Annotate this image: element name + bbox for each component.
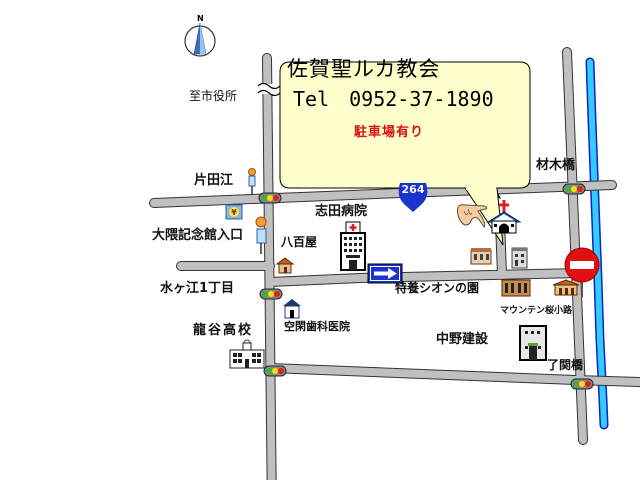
hospital-icon <box>340 221 366 271</box>
label-mountain-lane: マウンテン桜小路 <box>500 306 573 316</box>
bus-stop-icon <box>248 168 256 194</box>
clinic-icon <box>283 299 301 319</box>
phone-label: Tel <box>293 87 330 111</box>
church-name: 佐賀聖ルカ教会 <box>287 57 441 81</box>
school-icon <box>229 339 265 369</box>
apartment-icon <box>470 248 492 265</box>
pointing-hand-icon <box>457 204 488 228</box>
route-shield-icon <box>398 183 428 212</box>
label-shida-hospital: 志田病院 <box>315 204 368 219</box>
house-icon <box>275 257 295 274</box>
label-katadae: 片田江 <box>194 173 234 188</box>
route-number: 264 <box>401 183 425 196</box>
label-sorazono-dental: 空閑歯科医院 <box>284 320 350 333</box>
compass-north-label: N <box>197 14 204 23</box>
label-okuma-entrance: 大隈記念館入口 <box>152 228 244 243</box>
apartment-icon <box>501 279 531 297</box>
office-building-icon <box>519 325 547 361</box>
phone: Tel 0952-37-1890 <box>293 87 494 111</box>
bank-icon: ¥ <box>225 204 243 220</box>
no-entry-icon <box>564 247 600 297</box>
road-break-icon <box>257 82 281 97</box>
office-building-icon <box>511 247 528 269</box>
svg-text:¥: ¥ <box>231 208 237 217</box>
label-city-hall: 至市役所 <box>189 89 238 103</box>
church-icon <box>486 200 522 234</box>
river <box>585 57 609 430</box>
traffic-light-icon <box>562 183 586 195</box>
compass-icon <box>184 22 216 57</box>
house-icon <box>552 279 580 296</box>
callout-bubble <box>279 61 531 246</box>
parking-note: 駐車場有り <box>354 125 425 140</box>
label-zaimoku-bridge: 材木橋 <box>536 158 576 173</box>
label-ryukoku-hs: 龍谷高校 <box>193 323 254 338</box>
label-nakano-kensetsu: 中野建設 <box>436 332 489 347</box>
label-ryokai-bridge: 了関橋 <box>547 358 584 372</box>
traffic-light-icon <box>570 378 594 390</box>
phone-number[interactable]: 0952-37-1890 <box>349 87 494 111</box>
bus-stop-icon <box>255 216 267 254</box>
traffic-light-icon <box>258 192 282 204</box>
label-yaoya: 八百屋 <box>281 235 318 249</box>
traffic-light-icon <box>259 288 283 300</box>
one-way-arrow-icon <box>367 263 403 284</box>
label-zion-home: 特養シオンの園 <box>395 281 480 295</box>
traffic-lights <box>258 183 594 390</box>
label-mizugae: 水ヶ江1丁目 <box>160 281 235 296</box>
traffic-light-icon <box>263 365 287 377</box>
